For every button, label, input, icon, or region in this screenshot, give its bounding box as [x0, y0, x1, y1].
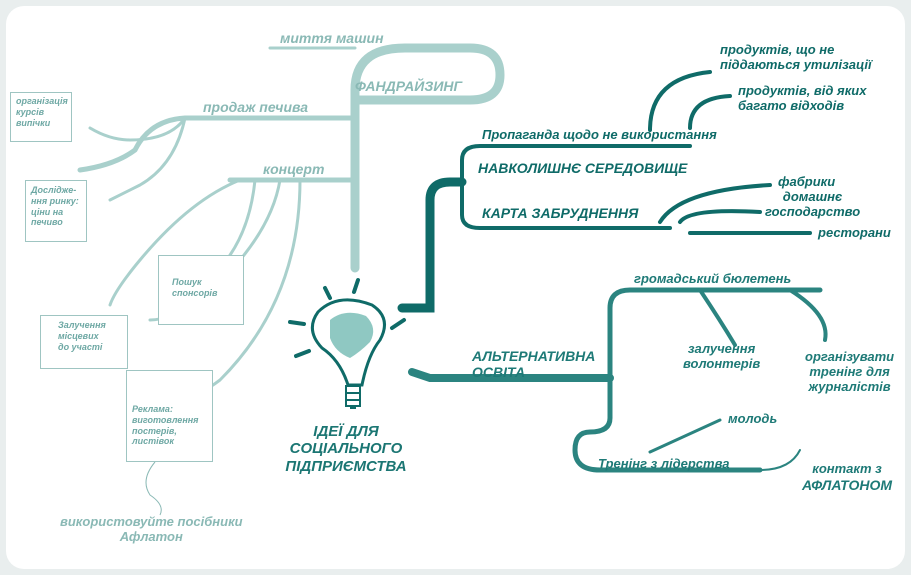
environment-trunk	[397, 177, 467, 313]
box-courses	[10, 92, 72, 142]
branch-concert-left	[108, 178, 242, 307]
label-alt-education: АЛЬТЕРНАТИВНА ОСВІТА	[472, 348, 596, 381]
label-environment: НАВКОЛИШНЄ СЕРЕДОВИЩЕ	[478, 160, 688, 176]
guides-connector	[145, 461, 162, 516]
branch-youth	[648, 418, 722, 454]
label-guides: використовуйте посібники Афлатон	[60, 514, 243, 544]
label-waste: продуктів, від яких багато відходів	[738, 83, 867, 113]
label-youth: молодь	[728, 411, 778, 426]
branch-edu-upper	[607, 287, 823, 381]
branch-waste	[688, 94, 732, 130]
label-restaurants: ресторани	[818, 225, 891, 240]
label-journalists: організувати тренінг для журналістів	[805, 349, 895, 394]
label-pollution-map: КАРТА ЗАБРУДНЕННЯ	[482, 205, 639, 221]
label-factories: фабрики	[778, 174, 836, 189]
branch-env-bottom	[460, 180, 672, 230]
label-concert: концерт	[263, 161, 325, 177]
branch-factories	[658, 183, 772, 224]
branch-non-recyclable	[648, 70, 712, 132]
text-research: Дослідже- ння ринку: ціни на печиво	[31, 185, 79, 228]
branch-volunteers	[698, 288, 737, 347]
label-car-wash: миття машин	[280, 30, 384, 46]
label-non-recyclable: продуктів, що не піддаються утилізації	[720, 42, 872, 72]
branch-env-top	[460, 144, 692, 184]
branch-household	[678, 209, 762, 224]
label-contact: контакт з АФЛАТОНОМ	[802, 461, 893, 493]
center-title: ІДЕЇ ДЛЯ СОЦІАЛЬНОГО ПІДПРИЄМСТВА	[285, 423, 407, 475]
box-sponsor	[158, 255, 244, 325]
label-propaganda: Пропаганда щодо не використання	[482, 127, 717, 142]
box-ads	[126, 370, 213, 462]
lightbulb-icon	[288, 278, 406, 409]
branch-courses	[88, 116, 187, 142]
box-locals	[40, 315, 128, 369]
label-bulletin: громадський бюлетень	[634, 271, 792, 286]
label-volunteers: залучення волонтерів	[683, 341, 761, 371]
text-sponsor: Пошук спонсорів	[172, 277, 218, 298]
branch-research	[108, 116, 187, 202]
branch-contact	[759, 449, 801, 471]
label-fundraising: ФАНДРАЙЗИНГ	[355, 78, 463, 94]
label-leadership: Тренінг з лідерства	[598, 456, 730, 471]
branch-cookie-sale	[77, 115, 358, 173]
text-courses: організація курсів випічки	[16, 96, 68, 128]
fundraising-trunk	[350, 43, 505, 273]
label-household: домашнє господарство	[765, 189, 861, 219]
branch-journalists	[788, 288, 828, 342]
text-ads: Реклама: виготовлення постерів, листівок	[132, 404, 199, 447]
box-research	[25, 180, 87, 242]
branch-sponsor	[223, 178, 257, 264]
education-trunk	[408, 368, 614, 382]
branch-edu-lower	[572, 375, 763, 473]
label-cookie-sale: продаж печива	[203, 99, 309, 115]
text-locals: Залучення місцевих до участі	[58, 320, 106, 352]
